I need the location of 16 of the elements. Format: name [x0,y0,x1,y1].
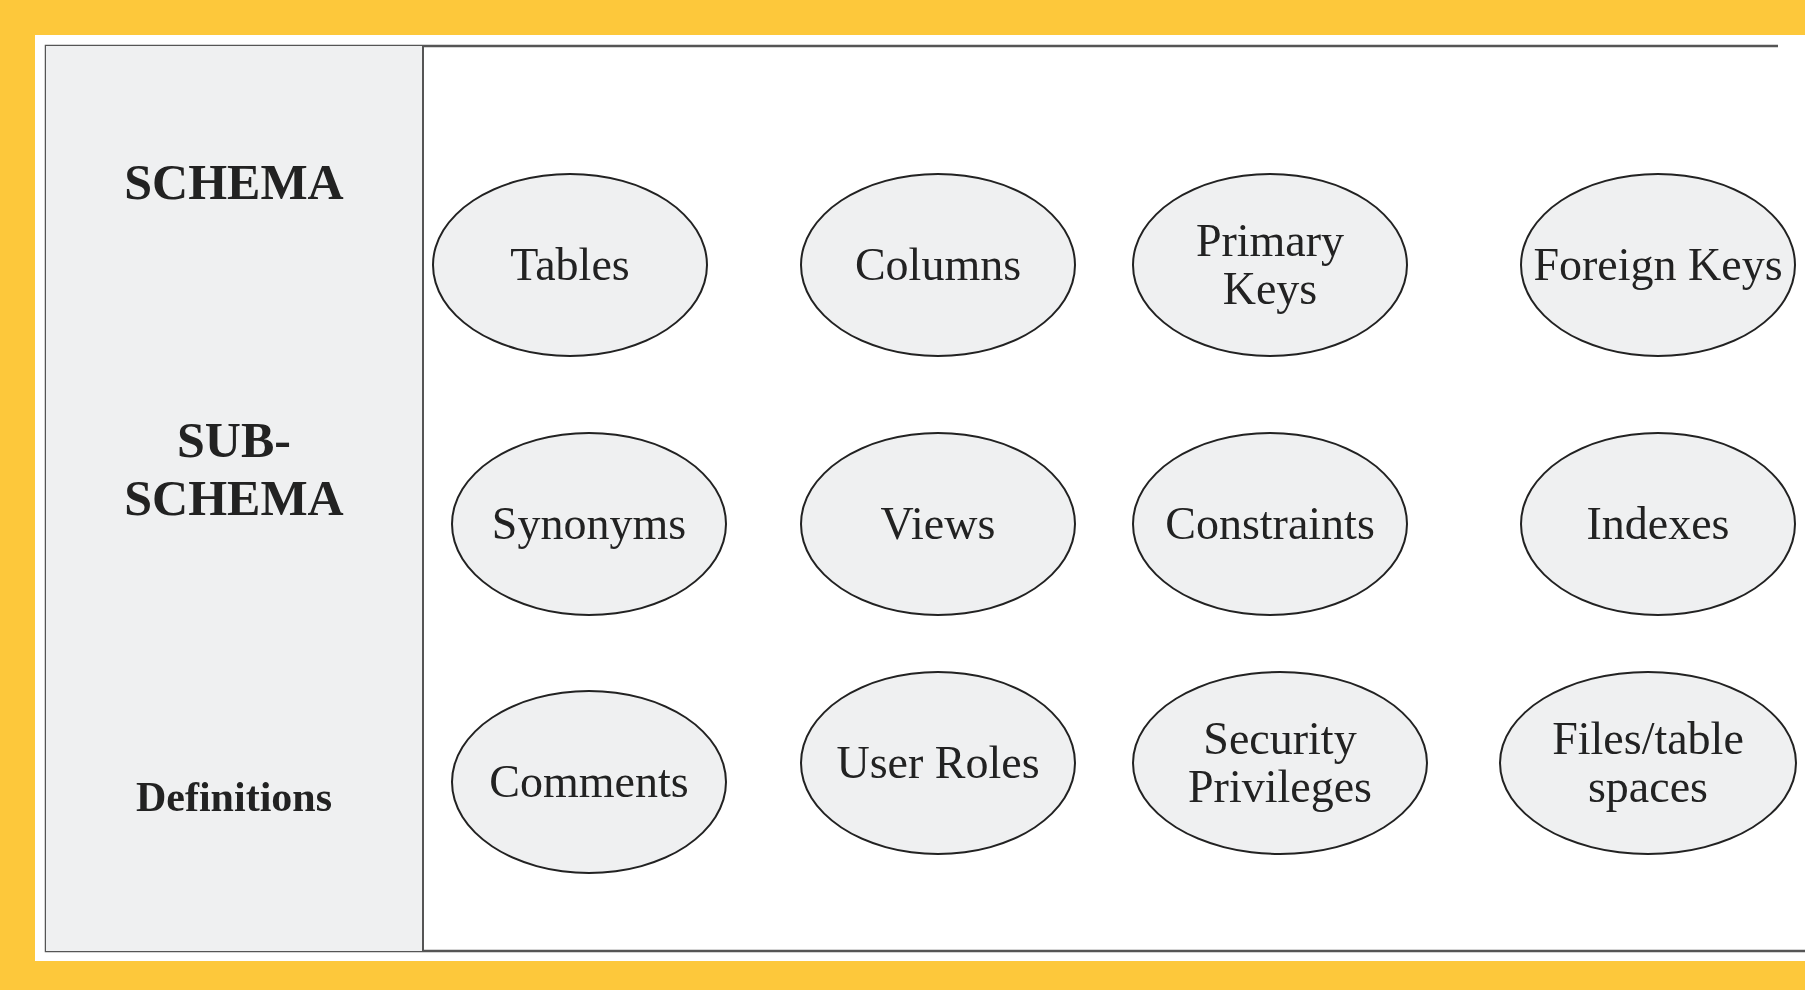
sidebar-band [46,46,424,951]
node-label: Indexes [1586,499,1730,549]
node-label: User Roles [836,738,1040,788]
node-label: Primary Keys [1194,216,1346,314]
node-label: Comments [489,757,689,807]
node-label: Synonyms [491,499,687,549]
node-label: Tables [510,240,630,290]
node-label: Columns [854,240,1022,290]
node-label: Security Privileges [1187,714,1373,812]
node-label: Views [880,499,996,549]
node-label: Files/table spaces [1551,714,1745,812]
node-label: Foreign Keys [1533,240,1783,290]
row-heading: SCHEMA [123,154,345,212]
node-label: Constraints [1165,499,1375,549]
row-heading: Definitions [135,773,333,822]
row-heading: SUB-SCHEMA [123,412,345,527]
